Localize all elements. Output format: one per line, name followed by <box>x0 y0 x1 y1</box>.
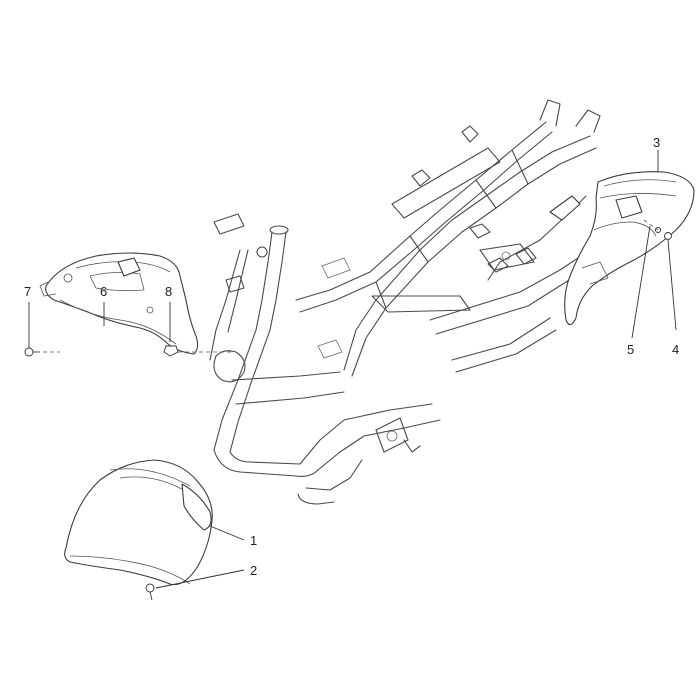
callout-5: 5 <box>627 342 634 357</box>
callout-6: 6 <box>100 284 107 299</box>
clip-part-8 <box>163 345 179 357</box>
front-inner-shield <box>39 252 199 355</box>
callout-1: 1 <box>250 533 257 548</box>
callout-7: 7 <box>24 284 31 299</box>
screw-part-4 <box>664 232 672 240</box>
leader-lines <box>28 150 677 589</box>
callout-4: 4 <box>672 342 679 357</box>
front-mudguard <box>64 459 213 586</box>
callout-2: 2 <box>250 563 257 578</box>
assembly-lines <box>36 219 659 353</box>
callout-3: 3 <box>653 135 660 150</box>
chassis-frame <box>209 99 601 505</box>
screw-part-2 <box>145 583 155 601</box>
rear-mudguard <box>549 171 695 326</box>
callout-8: 8 <box>165 284 172 299</box>
